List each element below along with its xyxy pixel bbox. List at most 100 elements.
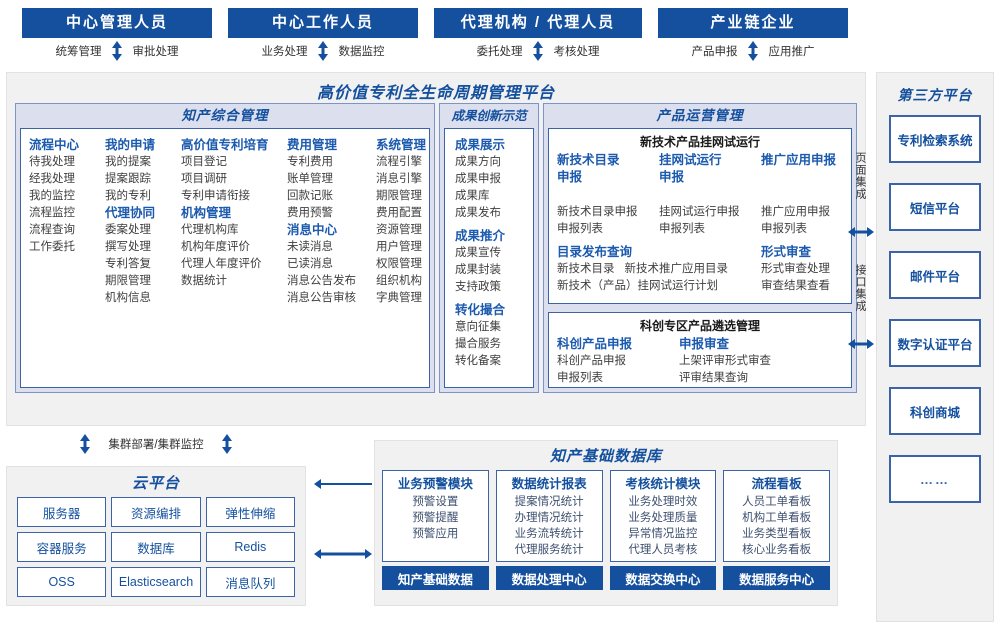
kdb-menu-item[interactable]: 异常情况监控 [628,528,698,540]
kdb-menu-item[interactable]: 预警应用 [412,528,459,540]
menu-item[interactable]: 代理机构库 [181,224,239,236]
menu-item[interactable]: 期限管理 [376,190,422,202]
menu-item[interactable]: 申报列表 [761,223,807,235]
kdb-menu-item[interactable]: 代理服务统计 [514,544,584,556]
menu-item[interactable]: 专利答复 [105,258,151,270]
cloud-cell-elasticsearch[interactable]: Elasticsearch [111,567,201,597]
menu-item[interactable]: 撮合服务 [455,338,501,350]
cloud-platform-title: 云平台 [131,475,180,492]
third-party-item-patent-search[interactable]: 专利检索系统 [889,115,981,163]
menu-item[interactable]: 申报列表 [557,223,603,235]
third-party-item-sms[interactable]: 短信平台 [889,183,981,231]
menu-item[interactable]: 专利费用 [287,156,333,168]
menu-item[interactable]: 新技术目录 [557,263,615,275]
menu-item[interactable]: 用户管理 [376,241,422,253]
third-party-item-digital-cert[interactable]: 数字认证平台 [889,319,981,367]
menu-item[interactable]: 回款记账 [287,190,333,202]
menu-item[interactable]: 账单管理 [287,173,333,185]
menu-item[interactable]: 成果发布 [455,207,501,219]
menu-item[interactable]: 待我处理 [29,156,75,168]
menu-item[interactable]: 推广应用申报 [761,206,830,218]
menu-item[interactable]: 审查结果查看 [761,280,830,292]
menu-item[interactable]: 项目调研 [181,173,227,185]
kdb-footer-badge[interactable]: 数据处理中心 [495,566,603,590]
menu-item[interactable]: 上架评审形式审查 [679,355,771,367]
kdb-menu-item[interactable]: 核心业务看板 [742,544,812,556]
menu-item[interactable]: 项目登记 [181,156,227,168]
menu-item[interactable]: 组织机构 [376,275,422,287]
menu-item[interactable]: 经我处理 [29,173,75,185]
menu-item[interactable]: 消息公告审核 [287,292,356,304]
kdb-footer-badge[interactable]: 数据服务中心 [723,566,830,590]
menu-item[interactable]: 专利申请衔接 [181,190,250,202]
menu-item[interactable]: 流程监控 [29,207,75,219]
menu-item[interactable]: 申报列表 [659,223,705,235]
menu-item[interactable]: 流程引擎 [376,156,422,168]
cloud-cell-server[interactable]: 服务器 [17,497,107,527]
kdb-menu-item[interactable]: 办理情况统计 [514,512,584,524]
cloud-cell-database[interactable]: 数据库 [111,532,201,562]
menu-item[interactable]: 我的监控 [29,190,75,202]
menu-item[interactable]: 未读消息 [287,241,333,253]
menu-item[interactable]: 费用预警 [287,207,333,219]
menu-item[interactable]: 撰写处理 [105,241,151,253]
menu-item[interactable]: 字典管理 [376,292,422,304]
cloud-cell-orchestration[interactable]: 资源编排 [111,497,201,527]
menu-item[interactable]: 已读消息 [287,258,333,270]
menu-item[interactable]: 支持政策 [455,281,501,293]
kdb-menu-item[interactable]: 提案情况统计 [514,496,584,508]
menu-item[interactable]: 意向征集 [455,321,501,333]
third-party-item-email[interactable]: 邮件平台 [889,251,981,299]
menu-item[interactable]: 评审结果查询 [679,372,748,384]
menu-item[interactable]: 机构年度评价 [181,241,250,253]
menu-item[interactable]: 新技术目录申报 [557,206,638,218]
menu-item[interactable]: 委案处理 [105,224,151,236]
menu-item[interactable]: 期限管理 [105,275,151,287]
cloud-cell-redis[interactable]: Redis [205,532,295,562]
kdb-menu-item[interactable]: 代理人员考核 [628,544,698,556]
kdb-menu-item[interactable]: 预警提醒 [412,512,459,524]
menu-item[interactable]: 申报列表 [557,372,603,384]
kdb-footer-badge[interactable]: 数据交换中心 [609,566,717,590]
menu-item[interactable]: 我的专利 [105,190,151,202]
kdb-footer-badge[interactable]: 知产基础数据 [382,566,489,590]
menu-item[interactable]: 机构信息 [105,292,151,304]
menu-item[interactable]: 费用配置 [376,207,422,219]
menu-item[interactable]: 成果封装 [455,264,501,276]
menu-item[interactable]: 形式审查处理 [761,263,830,275]
third-party-item-more[interactable]: …… [889,455,981,503]
cloud-cell-elastic-scaling[interactable]: 弹性伸缩 [205,497,295,527]
menu-item[interactable]: 挂网试运行申报 [659,206,740,218]
menu-item[interactable]: 新技术（产品）挂网试运行计划 [557,280,718,292]
menu-item[interactable]: 成果宣传 [455,247,501,259]
menu-item[interactable]: 消息公告发布 [287,275,356,287]
kdb-menu-item[interactable]: 机构工单看板 [742,512,812,524]
menu-item[interactable]: 成果方向 [455,156,501,168]
menu-item[interactable]: 数据统计 [181,275,227,287]
third-party-item-sci-tech-mall[interactable]: 科创商城 [889,387,981,435]
kdb-menu-item[interactable]: 人员工单看板 [742,496,812,508]
menu-item[interactable]: 资源管理 [376,224,422,236]
menu-item[interactable]: 我的提案 [105,156,151,168]
group-title: 挂网试运行申报 [659,153,722,184]
menu-item[interactable]: 工作委托 [29,241,75,253]
kdb-menu-item[interactable]: 业务流转统计 [514,528,584,540]
menu-item[interactable]: 新技术推广应用目录 [624,263,729,275]
menu-item[interactable]: 成果库 [455,190,490,202]
menu-item[interactable]: 权限管理 [376,258,422,270]
menu-item[interactable]: 流程查询 [29,224,75,236]
kdb-menu-item[interactable]: 业务处理质量 [628,512,698,524]
kdb-menu-item[interactable]: 预警设置 [412,496,459,508]
cloud-cell-container-service[interactable]: 容器服务 [17,532,107,562]
menu-item[interactable]: 提案跟踪 [105,173,151,185]
menu-item[interactable]: 转化备案 [455,355,501,367]
kdb-menu-item[interactable]: 业务类型看板 [742,528,812,540]
menu-item[interactable]: 成果申报 [455,173,501,185]
cloud-cell-message-queue[interactable]: 消息队列 [205,567,295,597]
menu-item[interactable]: 科创产品申报 [557,355,626,367]
menu-item[interactable]: 消息引擎 [376,173,422,185]
menu-item[interactable]: 代理人年度评价 [181,258,262,270]
kdb-menu-item[interactable]: 业务处理时效 [628,496,698,508]
cloud-cell-oss[interactable]: OSS [17,567,107,597]
column-process-center: 流程中心 待我处理 经我处理 我的监控 流程监控 流程查询 工作委托 [29,137,79,256]
